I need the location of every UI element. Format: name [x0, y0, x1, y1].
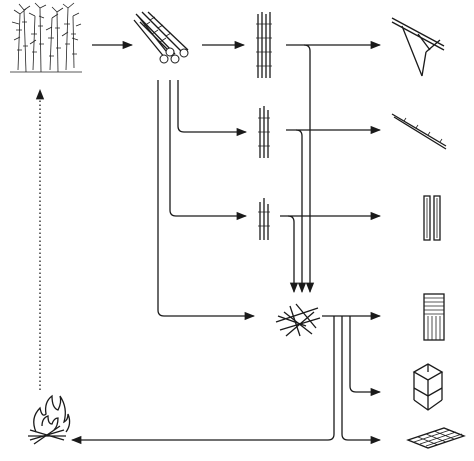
frame-structure-icon — [391, 17, 445, 77]
arrow-long-to-scraps — [303, 44, 315, 294]
arrow-scraps-to-fire — [70, 316, 335, 445]
long-poles-icon — [256, 12, 272, 78]
arrow-culms-to-scraps — [157, 80, 256, 321]
arrow-short-to-scraps — [287, 215, 299, 294]
arrow-scraps-to-furniture — [349, 316, 382, 397]
arrow-scraps-to-mat — [341, 316, 382, 445]
arrow-medium-to-scraps — [295, 129, 307, 294]
bamboo-plant-icon — [10, 2, 82, 73]
mat-sheet-icon — [406, 427, 466, 449]
arrow-culms-to-short — [169, 80, 248, 221]
connectors — [35, 40, 382, 445]
fire-icon — [28, 394, 71, 445]
short-pieces-icon — [258, 198, 270, 240]
arrow-culms-to-medium — [177, 80, 248, 137]
medium-pieces-icon — [258, 106, 270, 158]
furniture-frame-icon — [412, 363, 444, 411]
woven-panel-icon — [423, 293, 445, 341]
split-strips-icon — [423, 195, 441, 241]
scrap-pile-icon — [275, 303, 321, 337]
bamboo-culms-icon — [133, 11, 189, 64]
single-pole-icon — [391, 113, 447, 150]
